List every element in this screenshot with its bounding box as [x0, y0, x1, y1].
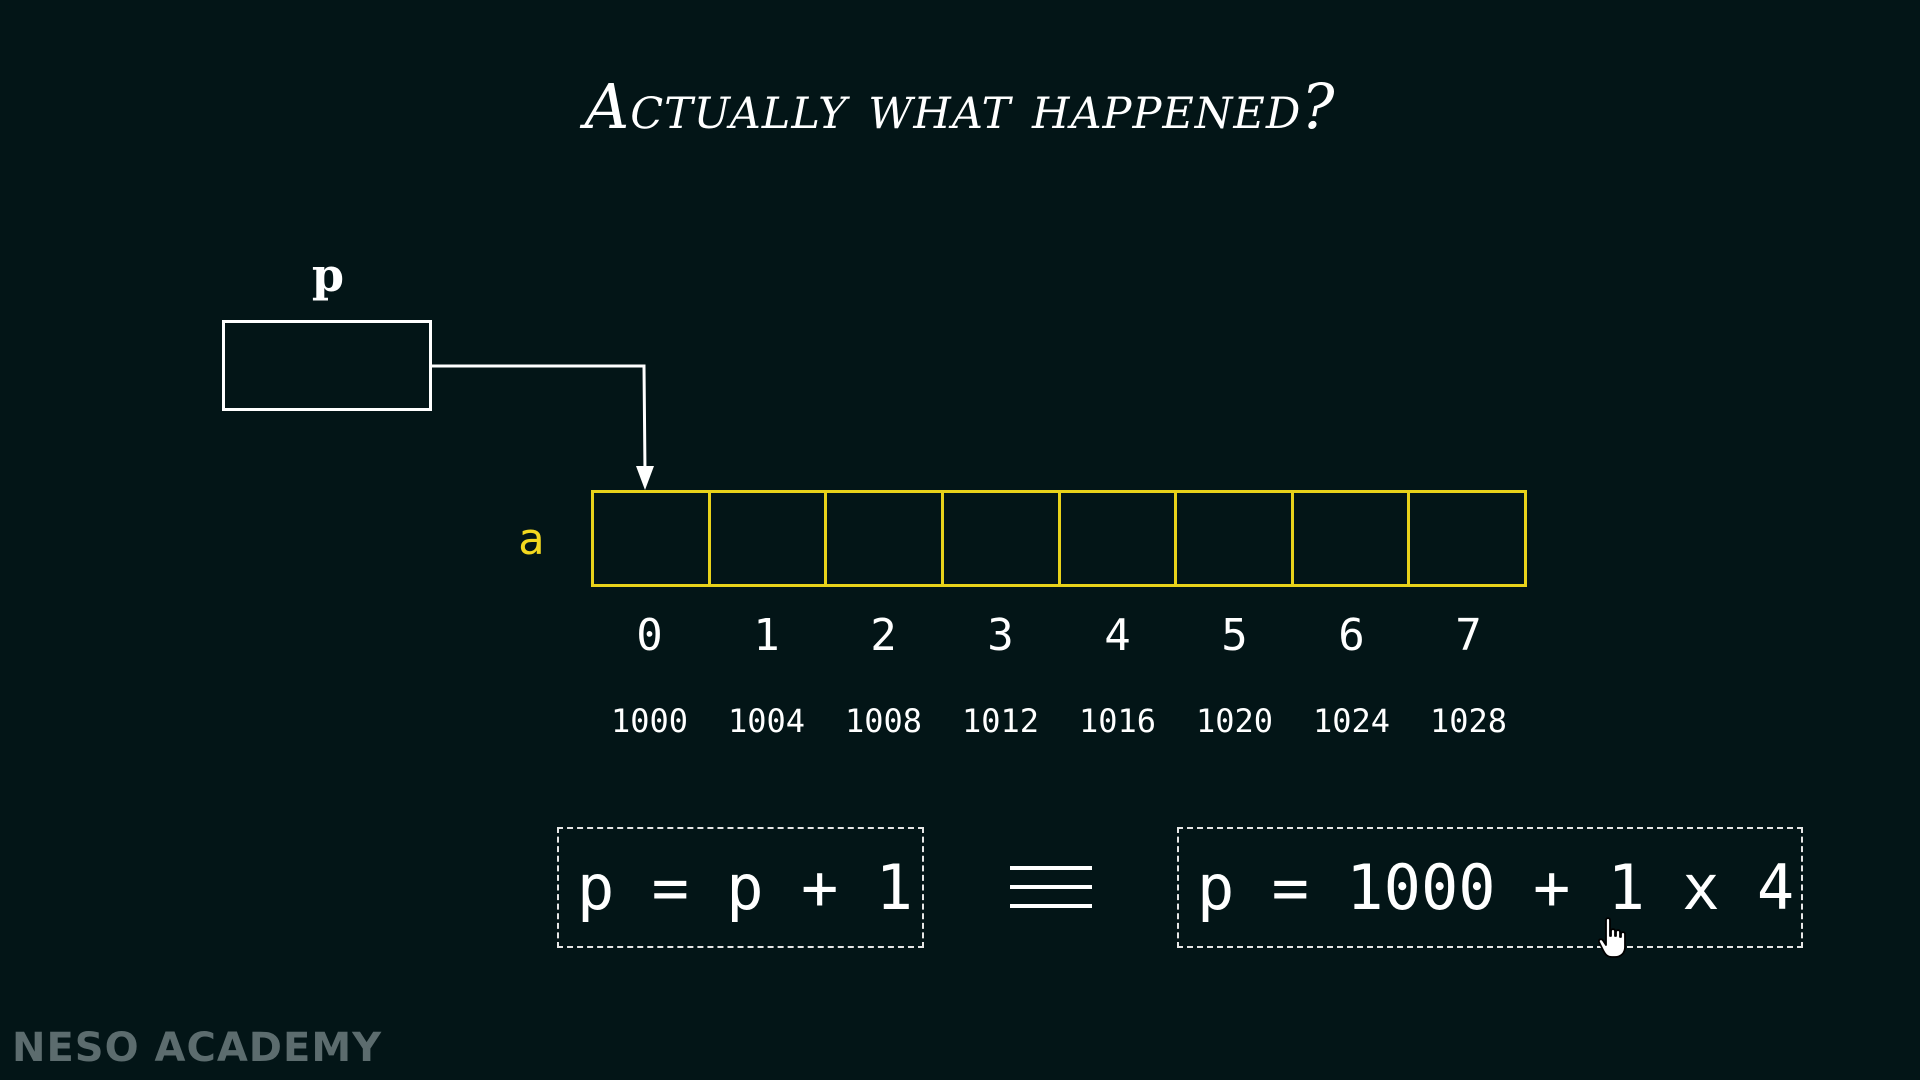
array-cell: [594, 493, 711, 584]
array-address: 1000: [610, 702, 689, 740]
array-index: 1: [753, 610, 780, 661]
equation-left-box: p = p + 1: [557, 827, 924, 948]
array-cells: [591, 490, 1527, 587]
hand-cursor-icon: [1597, 917, 1626, 958]
array-cell: [944, 493, 1061, 584]
array-address: 1028: [1429, 702, 1508, 740]
neso-academy-watermark: NESO ACADEMY: [12, 1025, 383, 1071]
array-indices: 0 1 2 3 4 5 6 7: [591, 610, 1527, 661]
array-index: 5: [1221, 610, 1248, 661]
array-cell: [1410, 493, 1524, 584]
array-address: 1024: [1312, 702, 1391, 740]
array-index: 4: [1104, 610, 1131, 661]
array-label: a: [518, 514, 545, 565]
array-cell: [711, 493, 828, 584]
pointer-arrow-line: [432, 364, 647, 473]
array-index: 3: [987, 610, 1014, 661]
equation-right-box: p = 1000 + 1 x 4: [1177, 827, 1803, 948]
triple-bar-icon: [1010, 866, 1092, 910]
array-address: 1016: [1078, 702, 1157, 740]
array-index: 7: [1455, 610, 1482, 661]
equation-left: p = p + 1: [577, 851, 913, 924]
array-cell: [1294, 493, 1411, 584]
array-cell: [827, 493, 944, 584]
array-index: 2: [870, 610, 897, 661]
array-cell: [1061, 493, 1178, 584]
pointer-label: p: [311, 248, 345, 302]
array-cell: [1177, 493, 1294, 584]
pointer-arrow-head: [636, 466, 654, 490]
array-index: 0: [636, 610, 663, 661]
array-address: 1008: [844, 702, 923, 740]
array-address: 1020: [1195, 702, 1274, 740]
array-addresses: 1000 1004 1008 1012 1016 1020 1024 1028: [591, 702, 1527, 740]
array-index: 6: [1338, 610, 1365, 661]
array-address: 1012: [961, 702, 1040, 740]
slide-title: Actually what happened?: [584, 70, 1336, 143]
equation-right: p = 1000 + 1 x 4: [1197, 851, 1795, 924]
pointer-box: [222, 320, 432, 411]
array-address: 1004: [727, 702, 806, 740]
